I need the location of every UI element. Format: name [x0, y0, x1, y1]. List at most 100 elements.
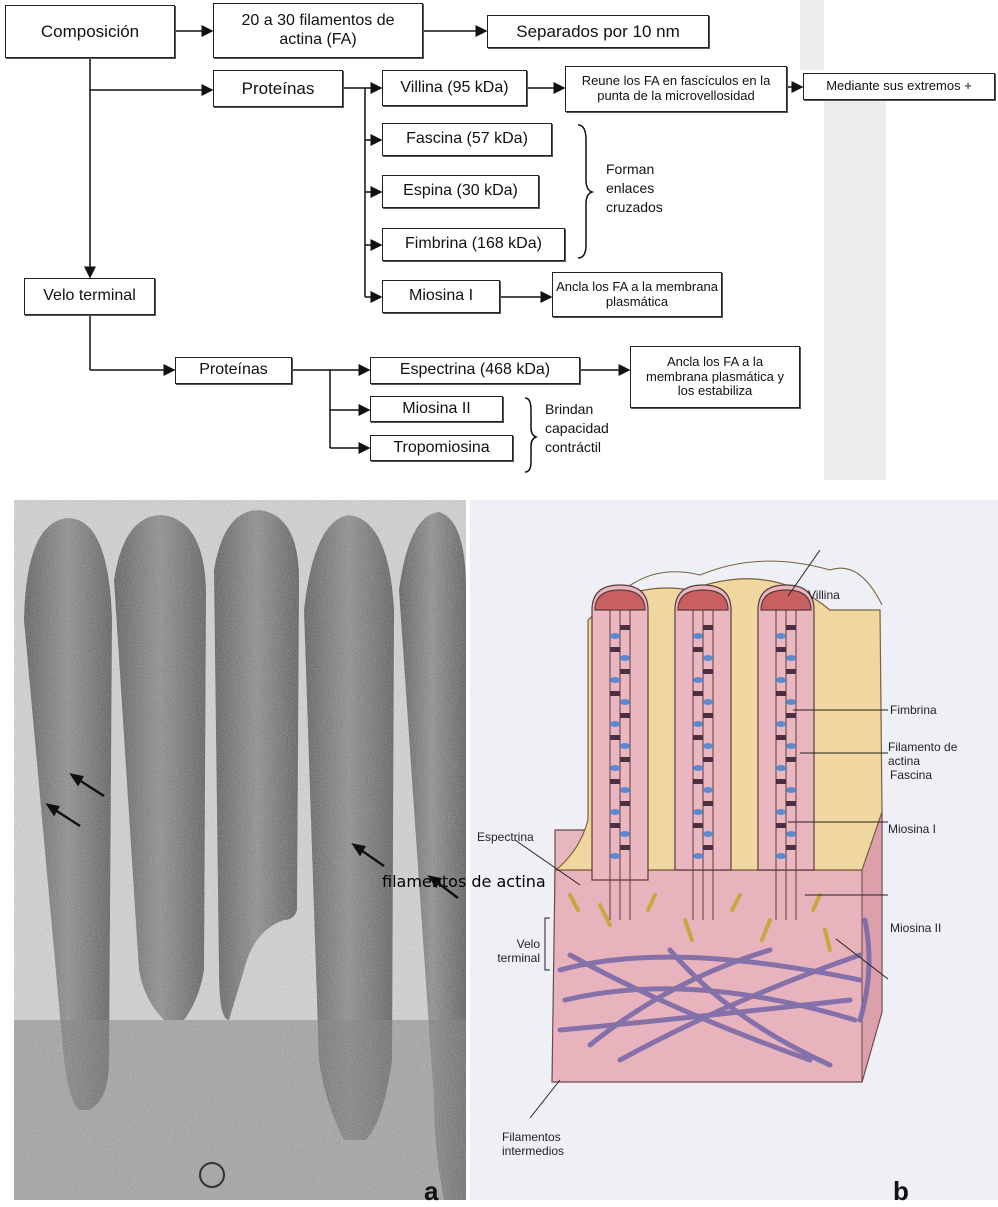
fascina-mark — [703, 757, 713, 762]
label-filamento-actina: Filamento de actina — [888, 740, 958, 769]
forman-text: Forman enlaces cruzados — [606, 161, 663, 215]
fascina-mark — [786, 801, 796, 806]
fascina-mark — [776, 823, 786, 828]
box-composicion: Composición — [5, 5, 175, 58]
fimbrina-mark — [693, 809, 703, 815]
brindan-text: Brindan capacidad contráctil — [545, 401, 609, 455]
fascina-mark — [610, 823, 620, 828]
fascina-mark — [610, 735, 620, 740]
box-ancla-2: Ancla los FA a la membrana plasmática y … — [630, 346, 800, 408]
fascina-mark — [620, 757, 630, 762]
fascina-mark — [776, 647, 786, 652]
fascina-mark — [786, 669, 796, 674]
fascina-mark — [620, 625, 630, 630]
box-velo-terminal: Velo terminal — [24, 278, 155, 315]
fimbrina-mark — [610, 809, 620, 815]
fimbrina-mark — [620, 699, 630, 705]
fascina-mark — [703, 845, 713, 850]
fascina-mark — [693, 647, 703, 652]
fimbrina-mark — [776, 809, 786, 815]
box-filamentos: 20 a 30 filamentos de actina (FA) — [213, 3, 423, 58]
label-villina: Villina — [808, 588, 840, 602]
box-miosina-1: Miosina I — [382, 280, 500, 313]
fascina-mark — [703, 669, 713, 674]
box-miosina-2: Miosina II — [370, 396, 503, 422]
label-fimbrina: Fimbrina — [890, 703, 937, 717]
fascina-mark — [693, 735, 703, 740]
fimbrina-mark — [610, 633, 620, 639]
fimbrina-mark — [693, 853, 703, 859]
gray-strip-top — [800, 0, 824, 70]
fimbrina-mark — [693, 721, 703, 727]
fascina-mark — [703, 713, 713, 718]
fascina-mark — [693, 691, 703, 696]
box-villina: Villina (95 kDa) — [382, 70, 527, 106]
fascina-mark — [620, 713, 630, 718]
fascina-mark — [786, 713, 796, 718]
box-separados: Separados por 10 nm — [487, 15, 709, 48]
box-fascina: Fascina (57 kDa) — [382, 123, 552, 156]
fascina-mark — [786, 625, 796, 630]
fascina-mark — [620, 669, 630, 674]
micrograph-annotation: filamentos de actina — [382, 872, 546, 891]
panel-letter-b: b — [893, 1176, 909, 1206]
fascina-mark — [786, 845, 796, 850]
box-mediante: Mediante sus extremos + — [803, 73, 995, 100]
fimbrina-mark — [786, 655, 796, 661]
fascina-mark — [693, 823, 703, 828]
fimbrina-mark — [786, 743, 796, 749]
label-espectrina: Espectrina — [477, 830, 534, 844]
fimbrina-mark — [703, 699, 713, 705]
box-proteinas-2: Proteínas — [175, 357, 292, 384]
fascina-mark — [610, 647, 620, 652]
fimbrina-mark — [693, 633, 703, 639]
panel-letter-a: a — [424, 1176, 439, 1206]
fimbrina-mark — [610, 721, 620, 727]
fascina-mark — [693, 779, 703, 784]
fimbrina-mark — [693, 765, 703, 771]
fimbrina-mark — [703, 787, 713, 793]
fimbrina-mark — [693, 677, 703, 683]
label-filamentos-intermedios: Filamentos intermedios — [502, 1130, 565, 1159]
fascina-mark — [776, 779, 786, 784]
fimbrina-mark — [620, 831, 630, 837]
fimbrina-mark — [620, 743, 630, 749]
fascina-mark — [776, 691, 786, 696]
fimbrina-mark — [703, 831, 713, 837]
fimbrina-mark — [776, 765, 786, 771]
fimbrina-mark — [776, 853, 786, 859]
fimbrina-mark — [786, 831, 796, 837]
fimbrina-mark — [786, 787, 796, 793]
fimbrina-mark — [610, 765, 620, 771]
box-reune: Reune los FA en fascículos en la punta d… — [565, 66, 787, 112]
fimbrina-mark — [776, 721, 786, 727]
fascina-mark — [620, 801, 630, 806]
fimbrina-mark — [703, 655, 713, 661]
fascina-mark — [776, 735, 786, 740]
fimbrina-mark — [703, 743, 713, 749]
fascina-mark — [610, 779, 620, 784]
gray-strip — [824, 100, 886, 480]
fimbrina-mark — [786, 699, 796, 705]
box-tropomiosina: Tropomiosina — [370, 435, 513, 461]
electron-micrograph — [14, 500, 466, 1200]
fimbrina-mark — [620, 655, 630, 661]
fimbrina-mark — [610, 853, 620, 859]
fimbrina-mark — [776, 677, 786, 683]
fascina-mark — [703, 625, 713, 630]
label-miosina-1: Miosina I — [888, 822, 937, 836]
flowchart-connectors — [84, 25, 804, 473]
box-espina: Espina (30 kDa) — [382, 175, 539, 208]
fimbrina-mark — [620, 787, 630, 793]
fimbrina-mark — [776, 633, 786, 639]
fascina-mark — [786, 757, 796, 762]
label-velo-terminal: Velo terminal — [497, 937, 540, 966]
fascina-mark — [620, 845, 630, 850]
box-proteinas-1: Proteínas — [213, 70, 343, 107]
microvilli-illustration — [470, 500, 998, 1200]
label-miosina-2: Miosina II — [890, 921, 942, 935]
fimbrina-mark — [610, 677, 620, 683]
fascina-mark — [703, 801, 713, 806]
box-fimbrina: Fimbrina (168 kDa) — [382, 228, 565, 261]
box-espectrina: Espectrina (468 kDa) — [370, 357, 580, 384]
